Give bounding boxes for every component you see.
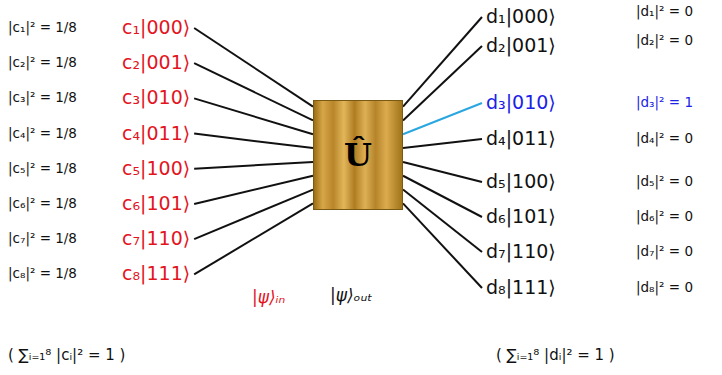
probability-label: |c₂|² = 1/8 bbox=[8, 55, 77, 71]
input-wire bbox=[194, 162, 313, 169]
probability-label: |c₅|² = 1/8 bbox=[8, 161, 77, 177]
output-wire bbox=[403, 203, 482, 288]
probability-label: |d₅|² = 0 bbox=[636, 174, 693, 190]
probability-label: |c₁|² = 1/8 bbox=[8, 20, 77, 36]
output-ket: d₄|011⟩ bbox=[486, 128, 556, 150]
input-ket: c₇|110⟩ bbox=[122, 228, 190, 250]
probability-label: |d₈|² = 0 bbox=[636, 280, 693, 296]
operator-symbol: Û bbox=[344, 136, 372, 174]
input-ket: c₈|111⟩ bbox=[122, 263, 190, 285]
probability-label: |c₇|² = 1/8 bbox=[8, 231, 77, 247]
output-ket: d₆|101⟩ bbox=[486, 206, 556, 228]
probability-label: |d₁|² = 0 bbox=[636, 4, 693, 20]
unitary-box: Û bbox=[313, 100, 403, 210]
output-wire bbox=[403, 190, 482, 252]
output-wire bbox=[403, 17, 482, 107]
probability-label: |d₃|² = 1 bbox=[636, 95, 693, 111]
normalization-note: ( ∑ᵢ₌₁⁸ |dᵢ|² = 1 ) bbox=[496, 347, 615, 364]
output-ket: d₇|110⟩ bbox=[486, 241, 556, 263]
input-ket: c₂|001⟩ bbox=[122, 52, 190, 74]
output-wire bbox=[403, 103, 482, 134]
probability-label: |c₆|² = 1/8 bbox=[8, 196, 77, 212]
output-ket: d₅|100⟩ bbox=[486, 171, 556, 193]
state-label: |ψ⟩ᵢₙ bbox=[252, 288, 285, 308]
input-ket: c₆|101⟩ bbox=[122, 193, 190, 215]
input-wire bbox=[194, 63, 313, 120]
input-wire bbox=[194, 176, 313, 204]
input-wire bbox=[194, 134, 313, 148]
output-ket: d₂|001⟩ bbox=[486, 35, 556, 57]
output-ket: d₈|111⟩ bbox=[486, 277, 556, 299]
probability-label: |d₄|² = 0 bbox=[636, 131, 693, 147]
state-label: |ψ⟩ₒᵤₜ bbox=[330, 286, 373, 306]
probability-label: |c₈|² = 1/8 bbox=[8, 267, 77, 283]
input-wire bbox=[194, 98, 313, 134]
probability-label: |c₄|² = 1/8 bbox=[8, 126, 77, 142]
input-ket: c₃|010⟩ bbox=[122, 87, 190, 109]
probability-label: |c₃|² = 1/8 bbox=[8, 91, 77, 107]
input-wire bbox=[194, 28, 313, 107]
output-ket: d₃|010⟩ bbox=[486, 92, 556, 114]
input-ket: c₅|100⟩ bbox=[122, 158, 190, 180]
input-wire bbox=[194, 203, 313, 274]
normalization-note: ( ∑ᵢ₌₁⁸ |cᵢ|² = 1 ) bbox=[8, 347, 125, 364]
output-wire bbox=[403, 162, 482, 182]
output-wire bbox=[403, 139, 482, 148]
probability-label: |d₂|² = 0 bbox=[636, 33, 693, 49]
probability-label: |d₇|² = 0 bbox=[636, 244, 693, 260]
probability-label: |d₆|² = 0 bbox=[636, 209, 693, 225]
input-ket: c₄|011⟩ bbox=[122, 123, 190, 145]
output-ket: d₁|000⟩ bbox=[486, 6, 556, 28]
output-wire bbox=[403, 46, 482, 120]
input-ket: c₁|000⟩ bbox=[122, 17, 190, 39]
output-wire bbox=[403, 176, 482, 217]
